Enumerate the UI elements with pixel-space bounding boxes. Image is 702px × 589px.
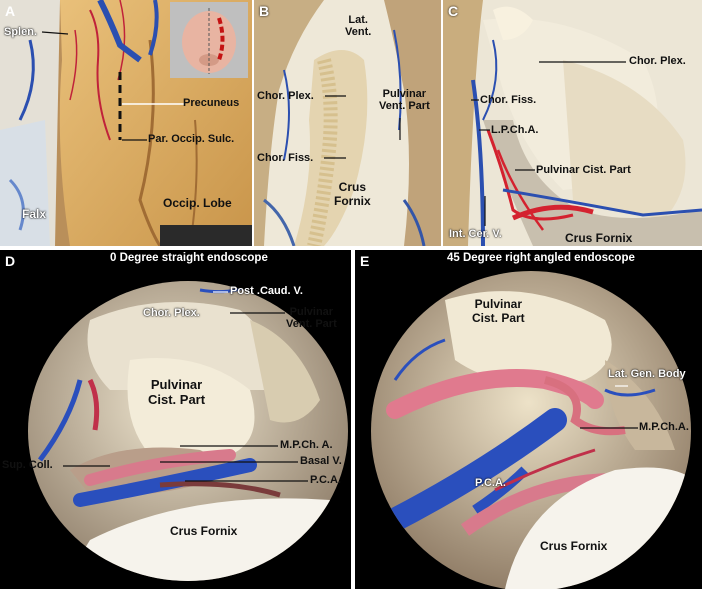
panel-e-letter: E [360, 253, 370, 269]
label-precuneus: Precuneus [183, 97, 240, 109]
label-chor-plex: Chor. Plex. [629, 55, 686, 67]
label-lat-gen-body: Lat. Gen. Body [608, 368, 686, 380]
label-chor-fiss: Chor. Fiss. [257, 152, 314, 164]
label-par-occip-sulc: Par. Occip. Sulc. [148, 133, 235, 145]
label-pca: P.C.A. [310, 474, 341, 486]
label-occip-lobe: Occip. Lobe [163, 196, 232, 210]
label-lat-vent: Lat. Vent. [345, 14, 372, 38]
label-pulvinar-cist-part: Pulvinar Cist. Part [148, 377, 206, 407]
label-splen: Splen. [4, 26, 38, 38]
panel-e-caption: 45 Degree right angled endoscope [447, 252, 635, 264]
label-pca: P.C.A. [475, 477, 506, 489]
label-chor-plex: Chor. Plex. [143, 307, 200, 319]
label-basal-v: Basal V. [300, 455, 342, 467]
panel-a: A Splen. Precuneus Par. Occip. Sulc. Fal… [0, 0, 252, 246]
label-sup-coll: Sup. Coll. [2, 459, 53, 471]
label-post-caud-v: Post .Caud. V. [230, 285, 303, 297]
label-pulvinar-cist-part: Pulvinar Cist. Part [472, 297, 525, 325]
label-chor-fiss: Chor. Fiss. [480, 94, 537, 106]
label-crus-fornix: Crus Fornix [540, 539, 608, 553]
panel-d: D 0 Degree straight endoscope Post .Caud… [0, 250, 351, 589]
label-pulvinar-vent-part: Pulvinar Vent. Part [286, 306, 337, 330]
panel-c-photo [443, 0, 702, 246]
label-falx: Falx [22, 207, 47, 221]
panel-d-letter: D [5, 253, 16, 269]
label-pulvinar-vent-part: Pulvinar Vent. Part [379, 88, 430, 112]
panel-b-photo [254, 0, 441, 246]
panel-a-photo [0, 0, 252, 246]
panel-d-caption: 0 Degree straight endoscope [110, 252, 268, 264]
panel-e-photo [355, 250, 702, 589]
panel-e: E 45 Degree right angled endoscope Pulvi… [355, 250, 702, 589]
label-mpcha: M.P.Ch.A. [639, 421, 689, 433]
panel-c-letter: C [448, 3, 459, 19]
label-int-cer-v: Int. Cer. V. [449, 228, 502, 240]
label-pulvinar-cist-part: Pulvinar Cist. Part [536, 164, 631, 176]
label-crus-fornix: Crus Fornix [334, 180, 371, 208]
panel-d-photo [0, 250, 351, 589]
panel-c: C Chor. Plex. Chor. Fiss. L.P.Ch.A. Pulv… [443, 0, 702, 246]
label-lpcha: L.P.Ch.A. [491, 124, 539, 136]
panel-b-letter: B [259, 3, 270, 19]
label-mpcha: M.P.Ch. A. [280, 439, 333, 451]
panel-a-letter: A [5, 3, 16, 19]
label-crus-fornix: Crus Fornix [565, 231, 633, 245]
label-chor-plex: Chor. Plex. [257, 90, 314, 102]
label-crus-fornix: Crus Fornix [170, 524, 238, 538]
panel-b: B Lat. Vent. Chor. Plex. Pulvinar Vent. … [254, 0, 441, 246]
